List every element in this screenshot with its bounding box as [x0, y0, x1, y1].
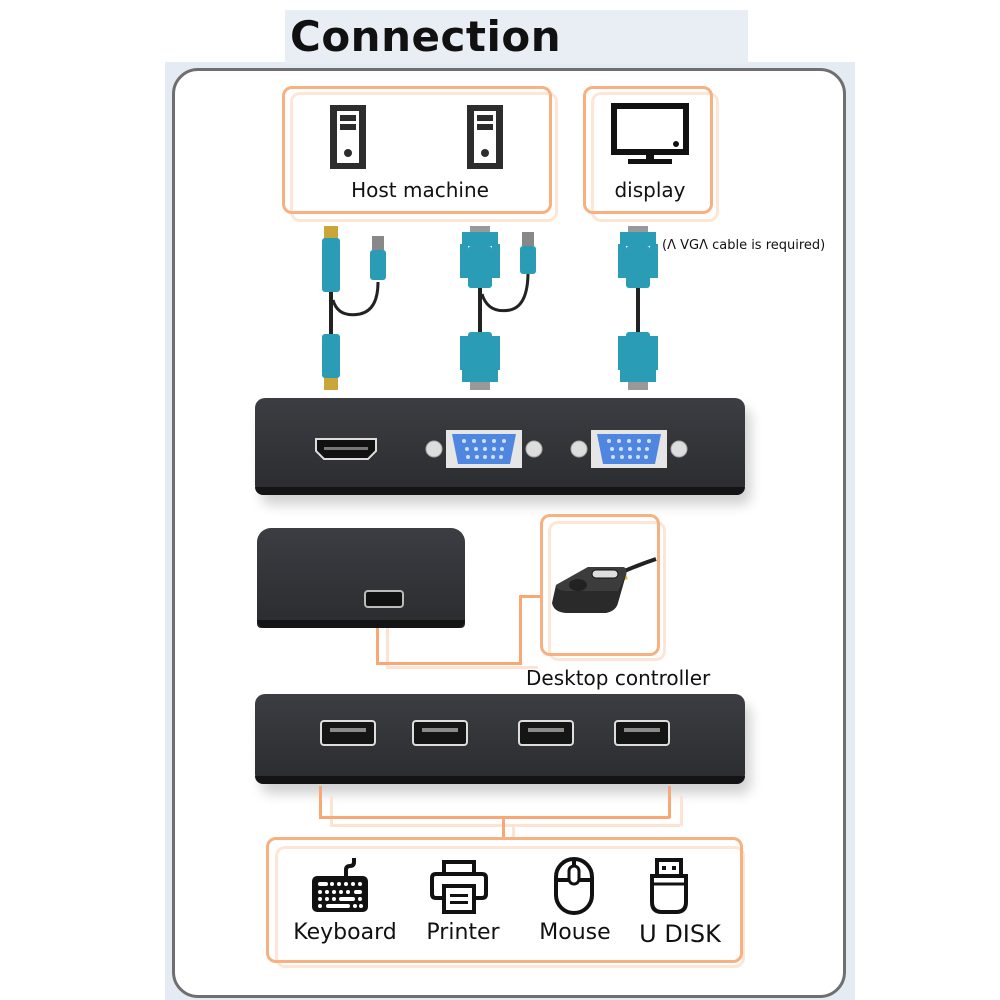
host-machine-box — [282, 86, 552, 214]
computer-tower-icon — [467, 105, 503, 169]
vga-cable-note: (Λ VGΛ cable is required) — [662, 238, 826, 253]
vga-port — [425, 430, 543, 468]
connector-line — [330, 824, 680, 827]
hdmi-usb-cable — [322, 226, 386, 390]
peripherals-box — [266, 837, 743, 963]
peripheral-label-printer: Printer — [426, 920, 500, 945]
kvm-switch-side — [257, 528, 465, 628]
mouse-icon — [554, 857, 594, 915]
host-box-shadow — [290, 92, 558, 222]
desktop-controller-box — [540, 514, 660, 656]
host-machine-label: Host machine — [351, 178, 489, 202]
vga-usb-cable — [460, 226, 536, 390]
peripherals-box-shadow — [275, 846, 745, 968]
connector-line — [386, 666, 538, 669]
hdmi-port — [315, 438, 377, 460]
connector-line — [376, 628, 379, 664]
monitor-icon — [611, 103, 689, 164]
controller-port — [364, 590, 404, 608]
connector-line — [680, 796, 683, 826]
connector-line — [330, 796, 333, 826]
usb-port — [412, 720, 468, 746]
vga-port — [570, 430, 688, 468]
desktop-controller-label: Desktop controller — [526, 666, 711, 690]
usb-port — [320, 720, 376, 746]
usb-drive-icon — [650, 858, 688, 914]
connector-line — [376, 662, 521, 665]
connector-line — [668, 786, 671, 818]
peripheral-label-keyboard: Keyboard — [293, 920, 397, 945]
cables — [322, 226, 658, 390]
connector-line — [502, 816, 505, 838]
peripheral-label-udisk: U DISK — [639, 920, 721, 948]
printer-icon — [430, 860, 488, 914]
display-box — [583, 86, 713, 214]
connector-line — [319, 786, 322, 818]
usb-port — [614, 720, 670, 746]
usb-port — [518, 720, 574, 746]
connector-line — [386, 628, 389, 668]
display-label: display — [614, 178, 686, 202]
connector-line — [519, 595, 522, 665]
connector-line — [319, 816, 670, 819]
computer-tower-icon — [330, 105, 366, 169]
desktop-controller-icon — [552, 557, 657, 613]
vga-cable — [618, 226, 658, 390]
title-band — [285, 10, 748, 64]
connector-line — [512, 824, 515, 838]
keyboard-icon — [312, 858, 368, 912]
peripheral-label-mouse: Mouse — [539, 920, 611, 945]
controller-box-shadow — [548, 521, 666, 661]
connector-line — [519, 595, 541, 598]
page-title: Connection diagram — [290, 12, 562, 111]
display-box-shadow — [591, 92, 719, 222]
